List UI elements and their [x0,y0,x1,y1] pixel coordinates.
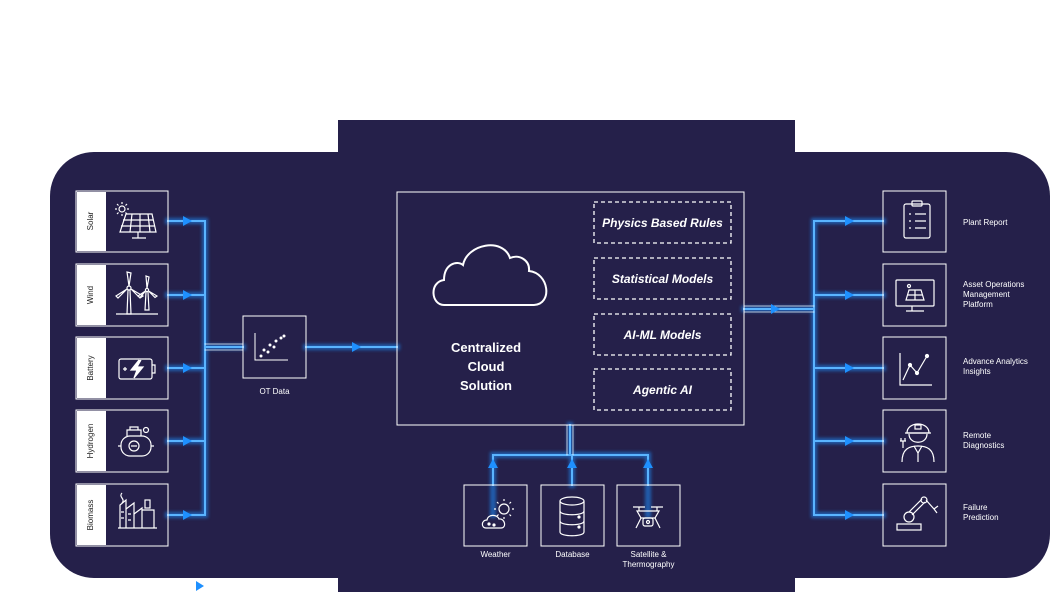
arrow-weather-up [488,459,498,468]
output-label-line: Failure [963,503,988,512]
output-label-line: Asset Operations [963,280,1025,289]
source-label-solar: Solar [86,211,95,231]
source-label-biomass: Biomass [86,499,95,531]
weather-icon [481,499,514,529]
method-box-aiml [593,313,732,356]
arrow-database-up [567,459,577,468]
output-label-analytics: Advance Analytics Insights [963,357,1051,377]
output-tile-remote-diagnostics [882,409,947,473]
arrow-asset-ops [845,290,854,300]
input-label-line: Thermography [622,560,675,569]
clipboard-icon [903,200,931,239]
method-box-physics [593,201,732,244]
battery-icon [118,358,156,380]
output-label-asset-ops: Asset Operations Management Platform [963,280,1051,310]
scatter-chart-icon [254,333,288,361]
input-tile-database [540,484,605,547]
line-chart-icon [899,353,932,386]
source-tile-solar [75,190,169,253]
source-label-battery: Battery [86,355,95,381]
monitor-icon [895,279,935,312]
method-box-agentic [593,368,732,411]
output-label-failure-prediction: Failure Prediction [963,503,1051,523]
database-icon [559,496,585,537]
biomass-plant-icon [118,492,157,529]
input-label-line: Satellite & [630,550,667,559]
robot-arm-icon [896,496,939,531]
method-box-statistical [593,257,732,300]
output-tile-asset-ops [882,263,947,327]
source-tile-biomass [75,483,169,547]
flow-arrows [183,216,854,591]
arrow-analytics [845,363,854,373]
output-label-remote-diagnostics: Remote Diagnostics [963,431,1051,451]
method-boxes [593,201,732,411]
stray-arrow [196,581,204,591]
arrow-satellite-up [643,459,653,468]
source-tile-battery [75,336,169,400]
arrow-failure [845,510,854,520]
cloud-hub-box [396,191,745,426]
engineer-icon [900,423,935,463]
output-tile-failure-prediction [882,483,947,547]
output-label-line: Prediction [963,513,999,522]
hydrogen-icon [118,426,154,457]
hub-title: Centralized Cloud Solution [430,338,542,395]
input-label-satellite: Satellite & Thermography [604,550,693,570]
method-label-aiml: AI-ML Models [623,328,702,342]
solar-panel-icon [115,202,157,239]
hub-title-line: Solution [460,378,512,393]
output-label-line: Platform [963,300,993,309]
source-label-wind: Wind [86,285,95,305]
ot-data-tile [242,315,307,379]
hub-title-line: Centralized [450,340,522,355]
output-tile-analytics [882,336,947,400]
output-label-line: Plant Report [963,218,1008,227]
arrow-plant-report [845,216,854,226]
source-tile-hydrogen [75,409,169,473]
hub-title-line: Cloud [467,359,505,374]
output-label-line: Diagnostics [963,441,1005,450]
wind-turbine-icon [115,271,159,315]
output-label-plant-report: Plant Report [963,218,1051,228]
output-label-line: Insights [963,367,991,376]
arrow-hub-out [771,304,780,314]
drone-icon [633,506,663,529]
arrow-battery [183,363,192,373]
method-label-physics: Physics Based Rules [602,216,723,230]
output-label-line: Management [963,290,1010,299]
source-label-hydrogen: Hydrogen [86,423,95,459]
method-label-statistical: Statistical Models [611,272,714,286]
input-tile-weather [463,484,528,547]
center-panel-background [338,120,795,592]
cloud-icon [432,244,548,306]
output-label-line: Advance Analytics [963,357,1028,366]
arrow-solar [183,216,192,226]
input-label-weather: Weather [480,550,511,559]
arrow-biomass [183,510,192,520]
source-tile-wind [75,263,169,327]
arrow-wind [183,290,192,300]
arrow-hydrogen [183,436,192,446]
method-label-agentic: Agentic AI [633,383,692,397]
ot-data-label: OT Data [259,387,290,396]
output-tile-plant-report [882,190,947,253]
arrow-remote-diag [845,436,854,446]
input-tile-satellite [616,484,681,547]
arrow-ot-to-hub [352,342,361,352]
input-label-database: Database [555,550,590,559]
output-label-line: Remote [963,431,992,440]
